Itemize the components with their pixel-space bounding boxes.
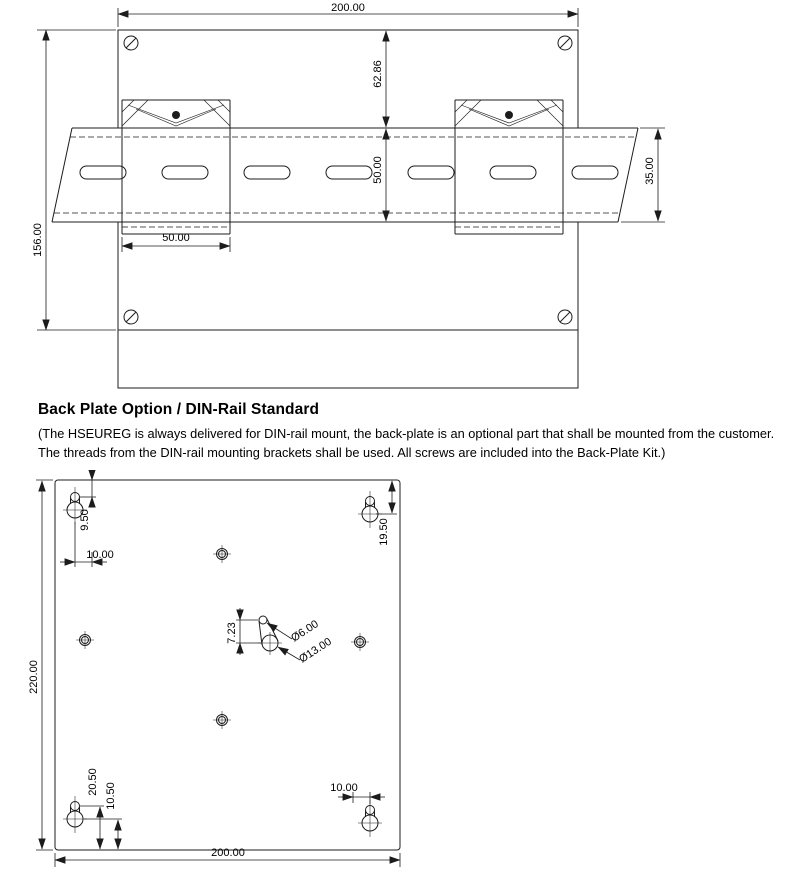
dim-plate-height-label: 220.00 — [28, 660, 40, 694]
din-rail-mount-drawing: 200.00 156.00 62.86 50.00 35.00 50.00 — [32, 2, 665, 389]
dim-keyhole-bottom-large-label: 10.50 — [105, 782, 117, 810]
rail-slot — [407, 165, 455, 180]
rail-slot — [489, 165, 537, 180]
rail-slot — [571, 165, 619, 180]
bracket-screw-icon — [505, 111, 513, 119]
rail-slot — [79, 165, 127, 180]
rail-slot — [161, 165, 209, 180]
dim-plate-width: 200.00 — [54, 847, 401, 867]
back-plate — [54, 479, 401, 851]
dim-top-to-rail: 62.86 — [372, 30, 390, 128]
keyhole-bottom-right — [358, 800, 382, 837]
page-title: Back Plate Option / DIN-Rail Standard — [38, 401, 320, 418]
dim-rail-height: 35.00 — [621, 127, 665, 223]
dim-slot-length-label: 7.23 — [226, 622, 238, 643]
dim-keyhole-bottom-small-label: 20.50 — [87, 768, 99, 796]
dim-keyhole-top-left-label: 9.50 — [79, 509, 91, 530]
keyhole-bottom-left — [63, 796, 87, 833]
dim-plate-height: 220.00 — [28, 479, 53, 851]
thread-hole — [351, 633, 369, 651]
dim-rail-span: 50.00 — [372, 128, 390, 222]
keyhole-top-left — [63, 487, 87, 524]
dim-plate-height-label: 156.00 — [32, 223, 44, 257]
page-description: (The HSEUREG is always delivered for DIN… — [38, 426, 775, 460]
dim-bracket-width-label: 50.00 — [162, 232, 190, 244]
dim-plate-width: 200.00 — [117, 2, 579, 27]
corner-screw-icon — [123, 309, 139, 325]
dim-rail-height-label: 35.00 — [644, 157, 656, 185]
thread-hole — [76, 631, 94, 649]
dim-offset-bottom-right-label: 10.00 — [330, 782, 358, 794]
dim-offset-top-left-label: 10.00 — [86, 549, 114, 561]
thread-hole — [213, 711, 231, 729]
corner-screw-icon — [557, 309, 573, 325]
corner-screw-icon — [123, 35, 139, 51]
dim-keyhole-top-right-label: 19.50 — [378, 518, 390, 546]
dim-plate-height: 156.00 — [32, 29, 116, 331]
dim-keyhole-bottom-small: 20.50 — [80, 768, 104, 850]
rail-slot — [325, 165, 373, 180]
din-rail-bracket-left — [121, 99, 231, 235]
din-rail — [51, 127, 639, 223]
dim-offset-top-left: 10.00 — [60, 522, 114, 567]
dim-plate-width-label: 200.00 — [211, 847, 245, 859]
dim-bracket-width: 50.00 — [121, 232, 231, 252]
rail-slot — [243, 165, 291, 180]
din-rail-bracket-right — [454, 99, 564, 235]
dim-offset-bottom-right: 10.00 — [330, 782, 385, 804]
dim-plate-width-label: 200.00 — [331, 2, 365, 14]
corner-screw-icon — [557, 35, 573, 51]
back-plate-drawing: Ø6.00 Ø13.00 7.23 9.50 19.50 — [28, 470, 401, 867]
dim-rail-span-label: 50.00 — [372, 156, 384, 184]
heading-block: Back Plate Option / DIN-Rail Standard (T… — [38, 401, 786, 463]
dim-keyhole-bottom-large: 10.50 — [84, 782, 122, 850]
bracket-screw-icon — [172, 111, 180, 119]
dim-keyhole-top-right: 19.50 — [376, 480, 397, 546]
dim-keyhole-top-left: 9.50 — [79, 470, 96, 531]
dim-slot-length: 7.23 — [226, 608, 261, 655]
dim-top-to-rail-label: 62.86 — [372, 60, 384, 88]
thread-hole — [213, 545, 231, 563]
